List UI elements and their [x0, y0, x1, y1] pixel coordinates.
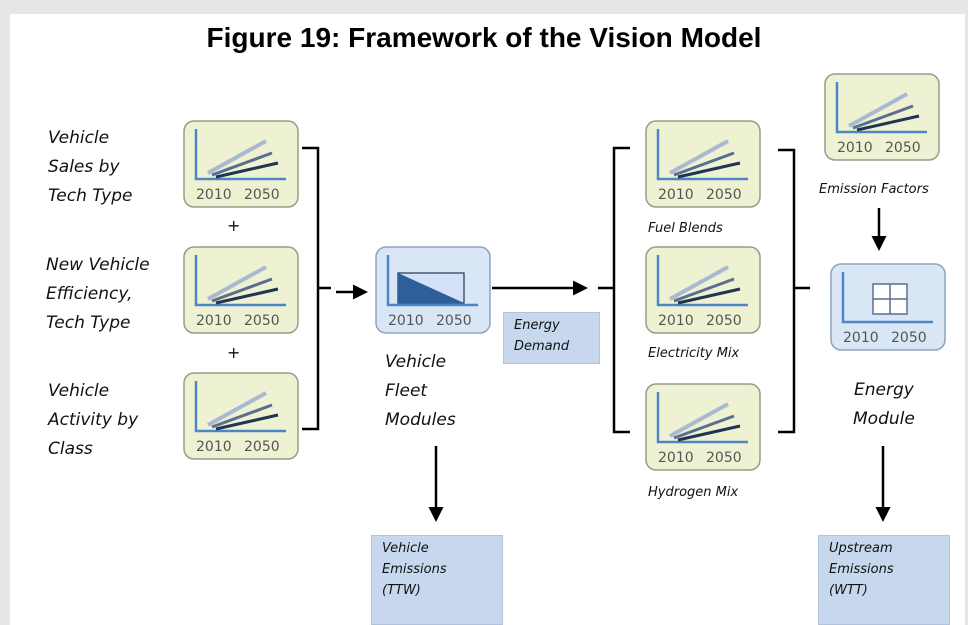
- energy-module-grid-icon: 2010 2050: [830, 263, 946, 351]
- year-end: 2050: [885, 140, 921, 156]
- electricity-mix-label: Electricity Mix: [648, 346, 740, 361]
- emission-factors-chart-icon: 2010 2050: [824, 73, 940, 161]
- year-end: 2050: [706, 450, 742, 466]
- hydrogen-chart-icon: 2010 2050: [645, 383, 761, 471]
- year-end: 2050: [706, 313, 742, 329]
- vehicle-fleet-modules-label: Vehicle Fleet Modules: [385, 352, 456, 430]
- energy-demand-box: Energy Demand: [503, 312, 600, 364]
- year-end: 2050: [244, 439, 280, 455]
- year-start: 2010: [658, 313, 694, 329]
- vehicle-sales-label: Vehicle Sales by Tech Type: [48, 128, 133, 206]
- upstream-emissions-box: Upstream Emissions (WTT): [818, 535, 950, 625]
- figure-title: Figure 19: Framework of the Vision Model: [206, 22, 762, 53]
- activity-chart-icon: 2010 2050: [183, 372, 299, 460]
- mix-bracket-right: [778, 148, 810, 434]
- year-start: 2010: [658, 187, 694, 203]
- year-end: 2050: [706, 187, 742, 203]
- plus-sign: +: [227, 343, 241, 362]
- new-vehicle-efficiency-label: New Vehicle Efficiency, Tech Type: [46, 255, 150, 333]
- left-bracket: [302, 146, 331, 431]
- year-end: 2050: [244, 187, 280, 203]
- emission-factors-label: Emission Factors: [819, 182, 929, 197]
- sales-chart-icon: 2010 2050: [183, 120, 299, 208]
- efficiency-chart-icon: 2010 2050: [183, 246, 299, 334]
- vehicle-activity-label: Vehicle Activity by Class: [48, 381, 139, 459]
- electricity-chart-icon: 2010 2050: [645, 246, 761, 334]
- year-end: 2050: [436, 313, 472, 329]
- fleet-chart-icon: 2010 2050: [375, 246, 491, 334]
- year-end: 2050: [244, 313, 280, 329]
- energy-module-label: Energy Module: [853, 380, 915, 429]
- plus-sign: +: [227, 216, 241, 235]
- vehicle-emissions-box: Vehicle Emissions (TTW): [371, 535, 503, 625]
- year-start: 2010: [843, 330, 879, 346]
- year-start: 2010: [196, 187, 232, 203]
- fuel-chart-icon: 2010 2050: [645, 120, 761, 208]
- year-start: 2010: [196, 313, 232, 329]
- hydrogen-mix-label: Hydrogen Mix: [648, 485, 739, 500]
- year-start: 2010: [658, 450, 694, 466]
- year-start: 2010: [388, 313, 424, 329]
- year-end: 2050: [891, 330, 927, 346]
- mix-bracket-left: [598, 146, 630, 434]
- fuel-blends-label: Fuel Blends: [648, 221, 723, 236]
- year-start: 2010: [837, 140, 873, 156]
- year-start: 2010: [196, 439, 232, 455]
